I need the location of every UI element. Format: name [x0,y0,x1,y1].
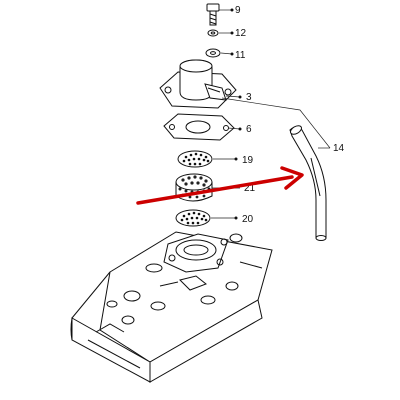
red-arrow-annotation [136,166,304,205]
bolt-part [206,3,220,26]
callout-9: 9 [235,5,241,16]
valve-cover-part [70,231,273,383]
callout-3: 3 [246,92,252,103]
callout-14: 14 [333,143,345,154]
callout-11: 11 [235,50,246,61]
callout-19: 19 [242,155,254,166]
ring-washer-part [205,48,221,58]
small-washer-part [207,29,219,37]
gasket-part [163,113,235,141]
mesh-disc-bottom-part [175,209,211,227]
mesh-disc-top-part [177,150,213,168]
breather-housing-part [159,59,237,109]
callout-21: 21 [244,183,256,194]
callout-20: 20 [242,214,254,225]
callout-6: 6 [246,124,252,135]
hose-part [289,125,327,241]
callout-12: 12 [235,28,247,39]
